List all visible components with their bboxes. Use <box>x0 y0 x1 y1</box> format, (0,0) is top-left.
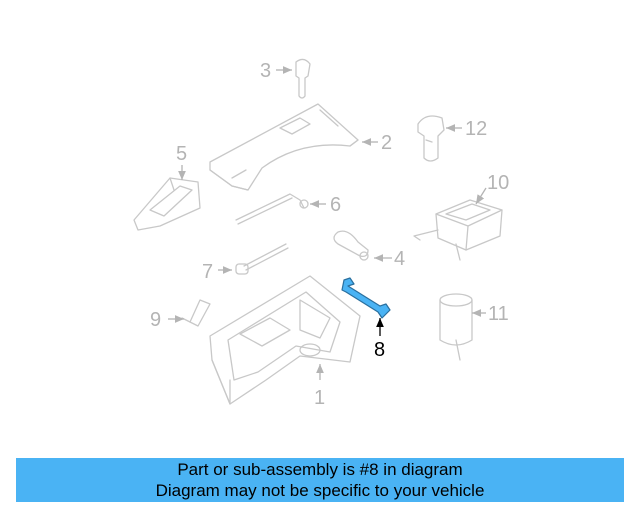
part-5-bracket <box>133 177 201 231</box>
part-8-wrench <box>341 277 391 319</box>
callout-2: 2 <box>381 132 392 154</box>
parts-diagram: 3 2 12 5 6 10 <box>133 58 509 409</box>
part-10-module <box>413 199 503 261</box>
part-6-rod <box>235 193 309 225</box>
part-7-pin <box>235 243 289 275</box>
banner-line-1: Part or sub-assembly is #8 in diagram <box>177 460 463 479</box>
part-12-valve <box>417 115 445 162</box>
callout-12: 12 <box>465 118 487 140</box>
part-2-floor-cover <box>209 103 359 191</box>
part-3-knob <box>295 58 311 99</box>
banner-line-2: Diagram may not be specific to your vehi… <box>155 481 485 500</box>
part-4-clip <box>333 230 369 261</box>
callout-1: 1 <box>314 387 325 409</box>
callout-7: 7 <box>202 261 213 283</box>
callout-6: 6 <box>330 194 341 216</box>
part-11-canister <box>439 293 473 361</box>
callout-11: 11 <box>488 303 509 325</box>
callout-10: 10 <box>487 172 509 194</box>
callout-5: 5 <box>176 143 187 165</box>
callout-9: 9 <box>150 309 161 331</box>
part-1-tray <box>209 275 361 405</box>
callout-4: 4 <box>394 248 405 270</box>
part-9-clip <box>181 299 211 327</box>
info-banner: Part or sub-assembly is #8 in diagram Di… <box>16 458 624 502</box>
callout-8: 8 <box>374 339 385 361</box>
callout-3: 3 <box>260 60 271 82</box>
